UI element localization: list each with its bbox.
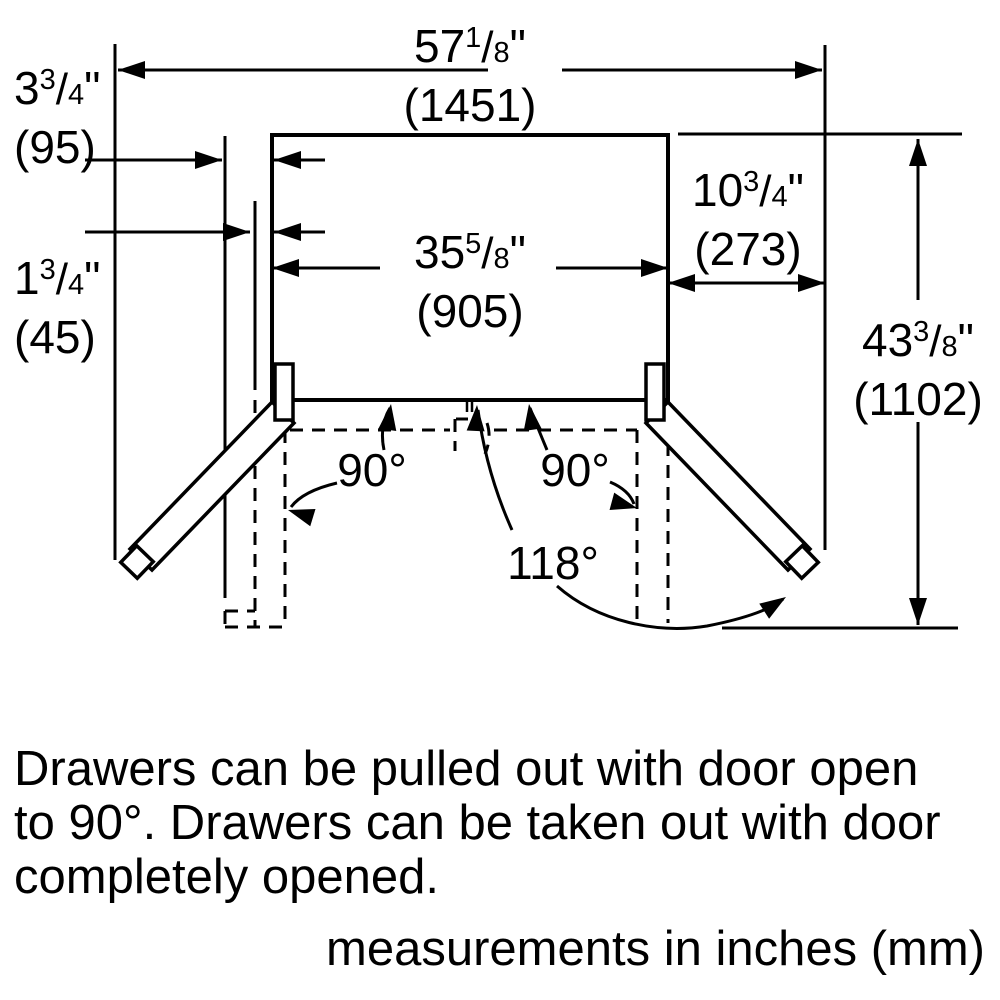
angle-arrowheads [288, 404, 786, 619]
angle-label-left-door: 90° [337, 444, 407, 496]
notes-line: to 90°. Drawers can be taken out with do… [14, 796, 941, 850]
dim-label-handle-clearance: 33/4" (95) [14, 54, 100, 173]
left-door-hinge-block [273, 362, 295, 422]
dim-value: 13/4" [14, 252, 101, 304]
arrowhead [668, 274, 695, 292]
arrowhead [798, 274, 825, 292]
dim-value-mm: (95) [14, 121, 96, 173]
arrowhead [288, 508, 316, 527]
notes-line: Drawers can be pulled out with door open [14, 742, 919, 796]
arrowhead [274, 151, 301, 169]
dim-value: 103/4" [691, 164, 805, 216]
notes-line: completely opened. [14, 850, 439, 904]
dashed-left-handle-box [223, 609, 288, 629]
left-door-handle-end [118, 543, 156, 581]
dim-value: 571/8" [413, 20, 527, 72]
arrowhead [118, 61, 145, 79]
dim-value-mm: (1102) [853, 373, 983, 425]
arrowhead [466, 405, 485, 432]
right-door-handle-end [783, 543, 821, 581]
arrowhead [909, 139, 927, 166]
dim-value-mm: (45) [14, 311, 96, 363]
arrowhead [195, 151, 222, 169]
arrowhead [759, 597, 786, 619]
right-door-hinge-block [644, 362, 666, 422]
arrowhead [378, 404, 397, 431]
angle-leaders [289, 407, 785, 630]
dim-label-open-depth: 433/8" (1102) [853, 306, 983, 425]
arrowhead [223, 223, 250, 241]
dim-value-mm: (905) [416, 285, 524, 337]
doors-open [118, 362, 821, 581]
arrowhead [274, 223, 301, 241]
arrowhead [272, 259, 299, 277]
dim-label-opening-width: 355/8" (905) [414, 218, 526, 337]
center-mullion-ticks [465, 400, 474, 412]
notes-paragraph: Drawers can be pulled out with door open… [14, 742, 989, 904]
dim-label-overall-width: 571/8" (1451) [404, 12, 537, 131]
arrowhead [641, 259, 668, 277]
arrowhead [523, 404, 542, 431]
extension-lines [113, 44, 962, 630]
arrowhead [909, 598, 927, 625]
dashed-mullion-left [453, 417, 468, 451]
dim-label-door-clearance: 13/4" (45) [14, 244, 100, 363]
arrowhead [795, 61, 822, 79]
dim-value: 355/8" [413, 226, 527, 278]
dimension-arrowheads [118, 61, 927, 625]
dim-value-mm: (1451) [403, 79, 537, 131]
units-note: measurements in inches (mm) [326, 922, 985, 976]
dim-value: 33/4" [14, 62, 101, 114]
arc-118-swing [556, 584, 785, 630]
dim-value: 433/8" [861, 314, 975, 366]
leader-90-left-swing [289, 481, 338, 508]
right-door-open [643, 399, 813, 573]
angle-label-right-door: 90° [540, 444, 610, 496]
angle-label-full-open: 118° [507, 537, 599, 589]
arrowhead [609, 492, 637, 510]
leader-90-right-swing [609, 480, 636, 505]
left-door-open [127, 399, 297, 573]
dim-label-side-clearance: 103/4" (273) [692, 156, 804, 275]
doors-90deg-dashed [223, 400, 670, 629]
dim-value-mm: (273) [694, 223, 802, 275]
